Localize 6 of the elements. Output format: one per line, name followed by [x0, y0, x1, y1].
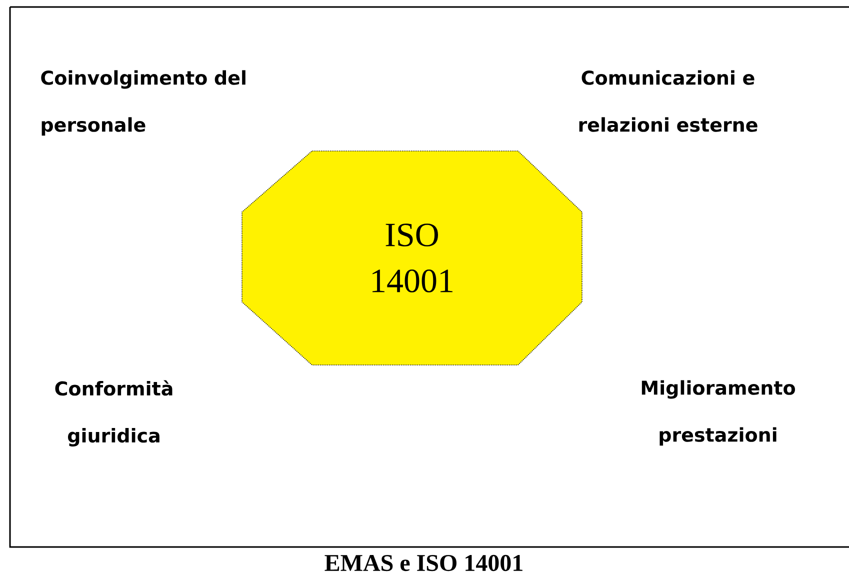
octagon: ISO 14001 — [242, 150, 582, 366]
label: Coinvolgimento del personale — [41, 70, 246, 136]
label: Conformità giuridica — [55, 380, 172, 446]
caption: EMAS e ISO 14001 — [324, 554, 522, 572]
label: Comunicazioni e relazioni esterne — [579, 70, 758, 132]
label: Miglioramento prestazioni — [642, 380, 795, 446]
